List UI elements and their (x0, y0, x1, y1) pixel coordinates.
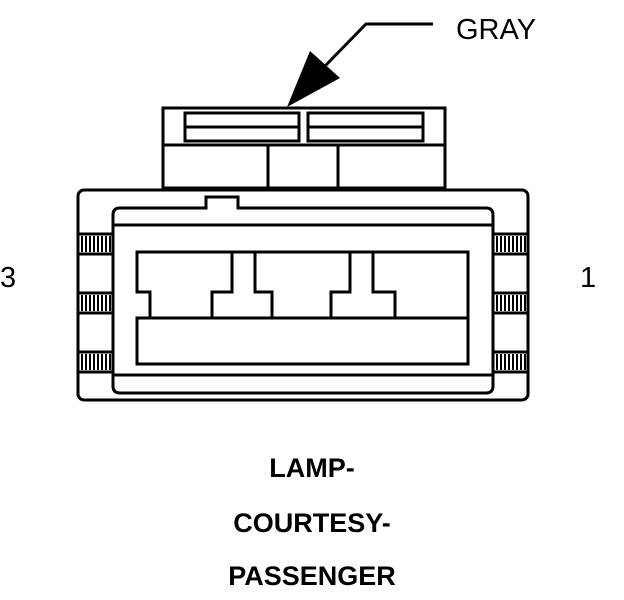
connector-title-line-3: PASSENGER (228, 561, 396, 591)
callout-color-label: GRAY (456, 14, 537, 46)
connector-title-line-1: LAMP- (269, 453, 355, 483)
terminal-cavity-1 (371, 250, 470, 320)
right-grip-ribs (491, 232, 530, 374)
callout-leader-arrow (287, 22, 433, 107)
pin-number-left: 3 (0, 262, 17, 294)
pin-number-right: 1 (580, 262, 597, 294)
connector-latch (161, 106, 447, 190)
left-grip-ribs (76, 232, 115, 374)
terminal-cavity-3 (135, 250, 234, 320)
connector-cavity-frame (111, 195, 495, 395)
terminal-lock-bar (135, 316, 470, 366)
connector-housing (76, 188, 530, 402)
terminal-cavity-2 (253, 250, 352, 320)
connector-title-line-2: COURTESY- (233, 508, 391, 538)
